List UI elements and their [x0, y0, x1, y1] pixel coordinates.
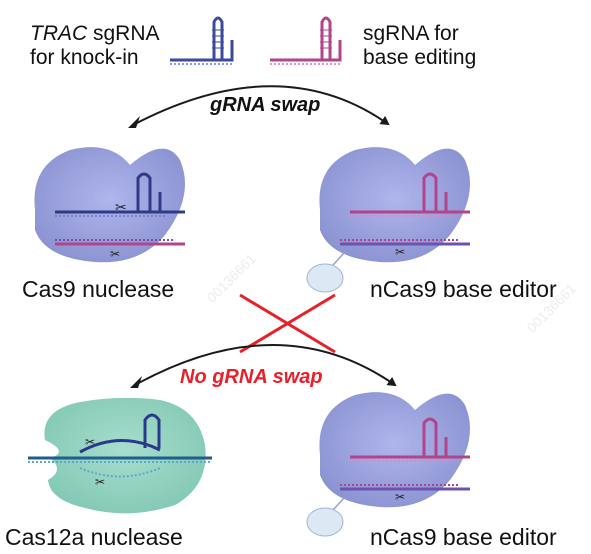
gRNA-swap-arrow-left-head	[128, 116, 140, 128]
svg-text:✂: ✂	[395, 245, 405, 259]
no-gRNA-swap-arrow-left-head	[130, 376, 142, 388]
cas9-nuclease-label: Cas9 nuclease	[22, 276, 175, 302]
svg-text:✂: ✂	[115, 200, 127, 216]
base-editing-sgrna-icon	[270, 16, 342, 65]
svg-text:✂: ✂	[85, 435, 95, 449]
trac-sgrna-line2: for knock-in	[30, 46, 139, 70]
cas12a-nuclease-label: Cas12a nuclease	[5, 524, 183, 550]
trac-sgrna-label: TRAC sgRNA for knock-in	[30, 22, 160, 70]
cas9-nuclease-graphic: ✂ ✂	[34, 147, 185, 263]
trac-gene-name: TRAC	[30, 22, 88, 45]
svg-text:✂: ✂	[95, 475, 105, 489]
base-editing-sgrna-line2: base editing	[363, 46, 477, 70]
base-editing-sgrna-label: sgRNA for base editing	[363, 22, 476, 70]
no-swap-red-cross	[239, 293, 336, 354]
ncas9-base-editor-bottom-label: nCas9 base editor	[370, 524, 557, 550]
ncas9-base-editor-bottom-graphic: ✂	[306, 392, 470, 537]
svg-text:✂: ✂	[110, 247, 120, 261]
no-gRNA-swap-label: No gRNA swap	[180, 366, 323, 388]
svg-text:✂: ✂	[395, 490, 405, 504]
cas12a-nuclease-graphic: ✂ ✂	[28, 397, 212, 514]
base-editing-sgrna-line1: sgRNA for	[363, 22, 459, 45]
ncas9-base-editor-top-label: nCas9 base editor	[370, 276, 557, 302]
gRNA-swap-label: gRNA swap	[210, 94, 321, 116]
trac-sgrna-text: sgRNA	[87, 22, 160, 45]
no-gRNA-swap-arrow	[134, 344, 397, 387]
trac-sgrna-icon	[170, 16, 234, 65]
ncas9-base-editor-top-graphic: ✂	[306, 147, 470, 293]
gRNA-swap-arrow	[132, 85, 390, 126]
